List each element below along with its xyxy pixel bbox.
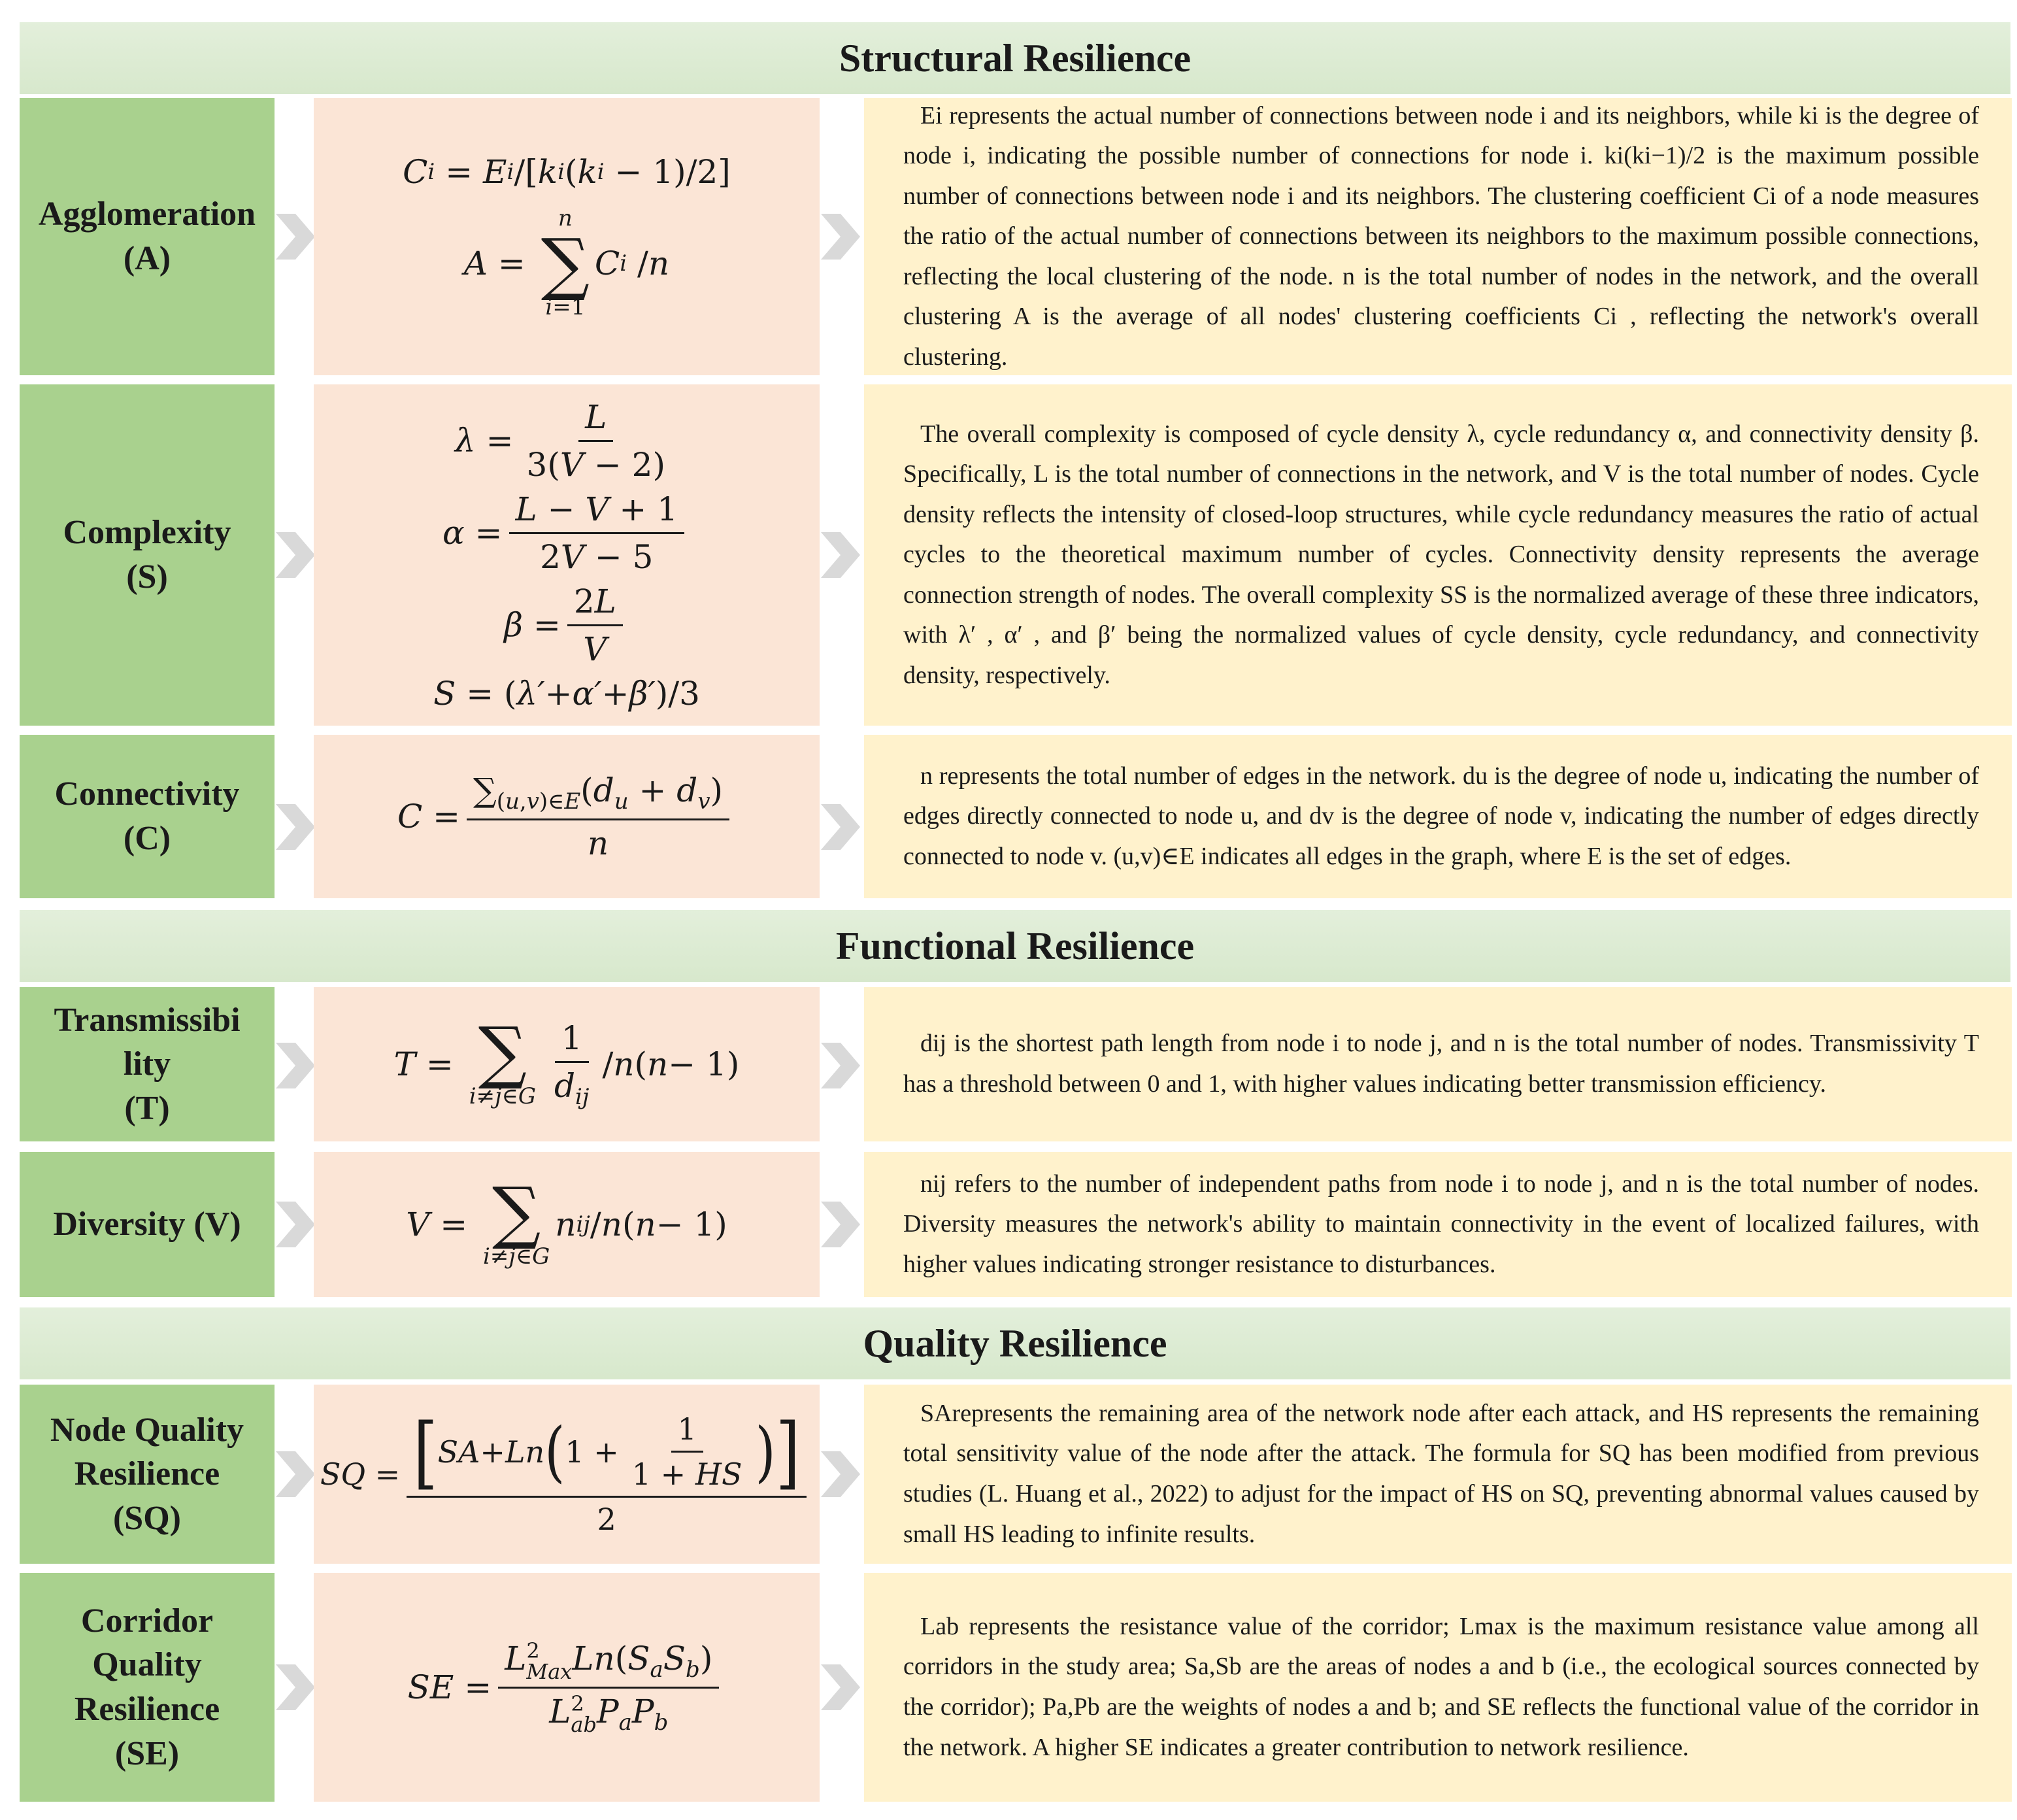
label-text: (SQ) [112, 1499, 181, 1537]
label-complexity: Complexity (S) [20, 384, 275, 726]
chevron-right-icon [276, 532, 315, 578]
label-text: Transmissibi [54, 1001, 241, 1039]
chevron-right-icon [276, 804, 315, 850]
chevron-right-icon [276, 1043, 315, 1088]
label-text: Corridor [80, 1602, 214, 1640]
chevron-right-icon [821, 532, 860, 578]
chevron-right-icon [276, 1664, 315, 1710]
formula-connectivity: C =∑(u,v)∈E(du + dv)n [314, 735, 820, 898]
description-node-quality: SArepresents the remaining area of the n… [864, 1385, 2012, 1564]
chevron-right-icon [821, 1043, 860, 1088]
label-text: Connectivity [54, 775, 240, 813]
label-text: (T) [124, 1089, 170, 1127]
label-text: (A) [123, 240, 171, 277]
label-text: Quality [92, 1646, 202, 1684]
label-text: Resilience [74, 1455, 220, 1493]
label-text: lity [123, 1045, 171, 1083]
chevron-right-icon [276, 1202, 315, 1247]
description-corridor-quality: Lab represents the resistance value of t… [864, 1573, 2012, 1802]
description-diversity: nij refers to the number of independent … [864, 1152, 2012, 1297]
label-text: (C) [123, 820, 171, 857]
label-text: Complexity [63, 514, 231, 552]
chevron-right-icon [821, 1664, 860, 1710]
label-diversity: Diversity (V) [20, 1152, 275, 1297]
label-text: (S) [126, 558, 168, 596]
section-title-functional: Functional Resilience [20, 910, 2010, 982]
description-agglomeration: Ei represents the actual number of conne… [864, 98, 2012, 375]
description-connectivity: n represents the total number of edges i… [864, 735, 2012, 898]
label-agglomeration: Agglomeration (A) [20, 98, 275, 375]
label-text: Node Quality [50, 1411, 244, 1449]
section-title-structural: Structural Resilience [20, 22, 2010, 94]
chevron-right-icon [821, 804, 860, 850]
label-text: Agglomeration [38, 195, 256, 233]
chevron-right-icon [821, 1451, 860, 1497]
label-text: Resilience [74, 1691, 220, 1728]
chevron-right-icon [821, 1202, 860, 1247]
label-transmissibility: Transmissibi lity (T) [20, 987, 275, 1141]
description-complexity: The overall complexity is composed of cy… [864, 384, 2012, 726]
chevron-right-icon [821, 214, 860, 260]
section-title-quality: Quality Resilience [20, 1307, 2010, 1379]
label-text: (SE) [114, 1734, 180, 1772]
chevron-right-icon [276, 214, 315, 260]
description-transmissibility: dij is the shortest path length from nod… [864, 987, 2012, 1141]
label-connectivity: Connectivity (C) [20, 735, 275, 898]
label-text: Diversity (V) [53, 1205, 241, 1243]
chevron-right-icon [276, 1451, 315, 1497]
